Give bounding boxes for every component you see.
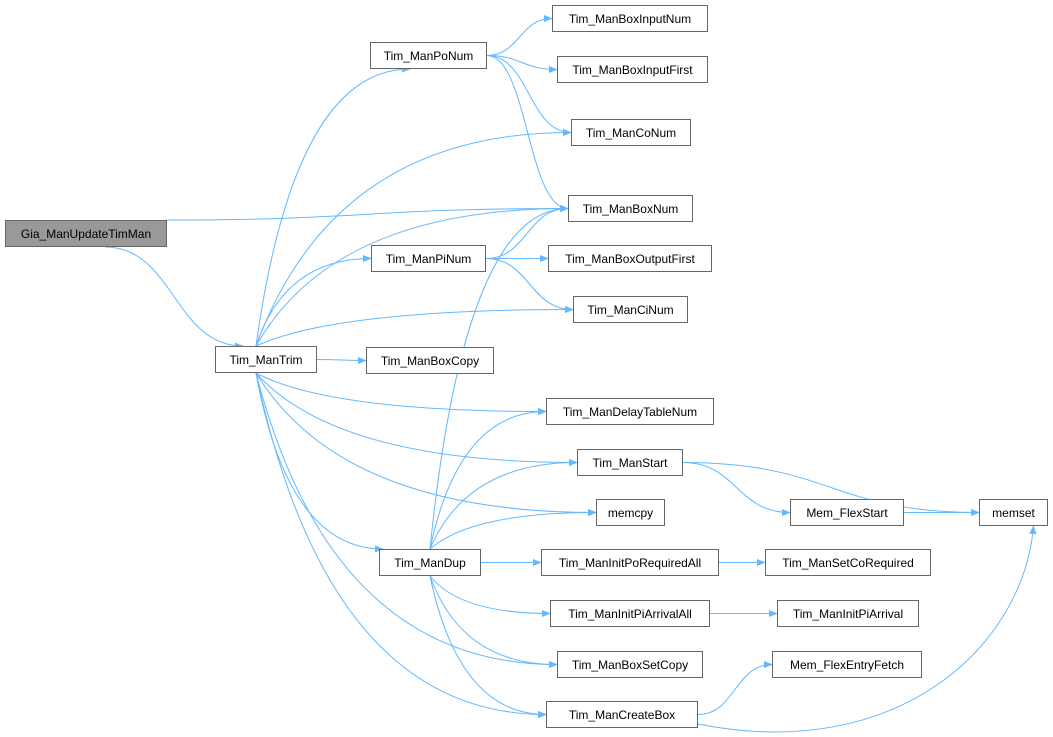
node-boxnum[interactable]: Tim_ManBoxNum <box>568 195 693 222</box>
edge-dup-to-createbox <box>429 575 547 719</box>
edge-createbox-to-memset <box>697 525 1037 733</box>
node-boxinputfirst[interactable]: Tim_ManBoxInputFirst <box>557 56 708 83</box>
edge-trim-to-start <box>255 372 578 467</box>
edge-gia-to-trim <box>104 246 244 350</box>
edge-dup-to-memcpy <box>429 508 597 550</box>
edge-trim-to-delaytablenum <box>255 372 547 416</box>
edge-trim-to-pinum <box>255 254 372 347</box>
edge-ponum-to-boxinputnum <box>486 14 553 56</box>
edge-pinum-to-cinum <box>485 258 574 314</box>
node-memset[interactable]: memset <box>979 499 1048 526</box>
edge-ponum-to-boxinputfirst <box>486 55 558 74</box>
node-boxinputnum[interactable]: Tim_ManBoxInputNum <box>552 5 708 32</box>
node-createbox[interactable]: Tim_ManCreateBox <box>546 701 698 728</box>
edge-trim-to-boxcopy <box>316 356 367 365</box>
node-boxoutputfirst[interactable]: Tim_ManBoxOutputFirst <box>548 245 712 272</box>
node-boxcopy[interactable]: Tim_ManBoxCopy <box>366 347 494 374</box>
node-dup[interactable]: Tim_ManDup <box>379 549 481 576</box>
edge-start-to-flexstart <box>682 462 791 517</box>
edge-ponum-to-boxnum <box>486 55 569 213</box>
node-setcoreq[interactable]: Tim_ManSetCoRequired <box>765 549 931 576</box>
edge-dup-to-start <box>429 458 578 550</box>
edge-start-to-memset <box>682 462 980 517</box>
edge-trim-to-boxsetcopy <box>255 372 558 669</box>
node-conum[interactable]: Tim_ManCoNum <box>571 119 691 146</box>
node-cinum[interactable]: Tim_ManCiNum <box>573 296 688 323</box>
node-initpiarr[interactable]: Tim_ManInitPiArrival <box>777 600 919 627</box>
edge-gia-to-boxnum <box>166 204 569 221</box>
edge-dup-to-delaytablenum <box>429 407 547 550</box>
node-initpiarrall[interactable]: Tim_ManInitPiArrivalAll <box>550 600 710 627</box>
edge-ponum-to-conum <box>486 55 572 137</box>
node-start[interactable]: Tim_ManStart <box>577 449 683 476</box>
edge-trim-to-dup <box>255 372 384 553</box>
edge-trim-to-cinum <box>255 305 574 347</box>
node-flexstart[interactable]: Mem_FlexStart <box>790 499 904 526</box>
node-initporeq[interactable]: Tim_ManInitPoRequiredAll <box>541 549 719 576</box>
edge-dup-to-boxsetcopy <box>429 575 558 669</box>
node-trim[interactable]: Tim_ManTrim <box>215 346 317 373</box>
node-flexentry[interactable]: Mem_FlexEntryFetch <box>772 651 922 678</box>
node-memcpy[interactable]: memcpy <box>596 499 665 526</box>
edge-dup-to-initpiarrall <box>429 575 551 618</box>
edge-trim-to-memcpy <box>255 372 597 517</box>
edge-trim-to-createbox <box>255 372 547 719</box>
node-boxsetcopy[interactable]: Tim_ManBoxSetCopy <box>557 651 703 678</box>
edge-dup-to-boxnum <box>429 204 569 550</box>
node-gia[interactable]: Gia_ManUpdateTimMan <box>5 220 167 247</box>
node-delaytablenum[interactable]: Tim_ManDelayTableNum <box>546 398 714 425</box>
edge-pinum-to-boxnum <box>485 204 569 259</box>
edge-trim-to-boxnum <box>255 204 569 347</box>
edge-createbox-to-flexentry <box>697 660 773 715</box>
edge-trim-to-conum <box>255 128 572 347</box>
edge-trim-to-ponum <box>255 65 411 347</box>
node-pinum[interactable]: Tim_ManPiNum <box>371 245 486 272</box>
node-ponum[interactable]: Tim_ManPoNum <box>370 42 487 69</box>
